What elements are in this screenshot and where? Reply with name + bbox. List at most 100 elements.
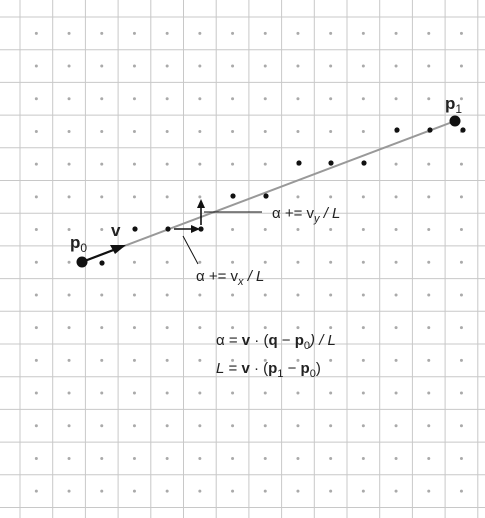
grid-center-dot (459, 97, 463, 101)
segment-p0-p1 (81, 120, 456, 263)
leader-vx (182, 235, 199, 265)
grid-center-dot (361, 456, 365, 460)
grid-center-dot (67, 391, 71, 395)
sample-dot (460, 127, 466, 133)
grid-center-dot (427, 31, 431, 35)
grid-center-dot (329, 228, 333, 232)
grid-center-dot (329, 391, 333, 395)
grid-center-dot (132, 195, 136, 199)
label-p1: p1 (445, 94, 462, 116)
grid-center-dot (231, 162, 235, 166)
grid-center-dot (100, 31, 104, 35)
grid-center-dot (198, 64, 202, 68)
grid-center-dot (296, 31, 300, 35)
grid-center-dot (67, 489, 71, 493)
grid-center-dot (165, 64, 169, 68)
grid-center-dot (459, 391, 463, 395)
grid-center-dot (263, 456, 267, 460)
grid-center-dot (34, 489, 38, 493)
grid-center-dot (361, 129, 365, 133)
grid-center-dot (329, 129, 333, 133)
grid-center-dot (263, 129, 267, 133)
grid-center-dot (231, 129, 235, 133)
grid-center-dot (263, 31, 267, 35)
grid-center-dot (263, 489, 267, 493)
grid-center-dot (329, 358, 333, 362)
grid-center-dot (459, 195, 463, 199)
grid-center-dot (67, 97, 71, 101)
grid-center-dot (231, 260, 235, 264)
grid-center-dot (34, 293, 38, 297)
sample-dot (230, 193, 236, 199)
grid-center-dot (100, 293, 104, 297)
grid-center-dot (394, 260, 398, 264)
grid-center-dot (361, 391, 365, 395)
grid-center-dot (361, 293, 365, 297)
grid-center-dot (34, 129, 38, 133)
sample-dot (394, 127, 400, 133)
grid-center-dot (67, 31, 71, 35)
grid-center-dot (329, 489, 333, 493)
grid-center-dot (296, 424, 300, 428)
label-alpha-vy: α += vy / L (272, 205, 340, 225)
grid-center-dot (34, 31, 38, 35)
grid-center-dot (459, 260, 463, 264)
grid-center-dot (67, 162, 71, 166)
grid-center-dot (296, 391, 300, 395)
grid-center-dot (67, 424, 71, 428)
grid-center-dot (394, 489, 398, 493)
grid-center-dot (329, 260, 333, 264)
grid-center-dot (165, 97, 169, 101)
grid-center-dot (459, 424, 463, 428)
grid-center-dot (132, 391, 136, 395)
grid-center-dot (100, 424, 104, 428)
grid-center-dot (100, 391, 104, 395)
grid-center-dot (132, 326, 136, 330)
grid-center-dot (132, 358, 136, 362)
grid-center-dot (100, 129, 104, 133)
grid-center-dot (198, 260, 202, 264)
grid-center-dot (263, 326, 267, 330)
grid-center-dot (427, 489, 431, 493)
grid-center-dot (198, 162, 202, 166)
grid-center-dot (394, 456, 398, 460)
grid-center-dot (296, 293, 300, 297)
grid-center-dot (394, 358, 398, 362)
grid-center-dot (394, 293, 398, 297)
grid-center-dot (34, 326, 38, 330)
grid-center-dot (394, 97, 398, 101)
grid-center-dot (459, 489, 463, 493)
grid-center-dot (198, 97, 202, 101)
sample-dot (132, 226, 138, 232)
label-v: v (111, 221, 121, 240)
grid-center-dot (198, 195, 202, 199)
grid-center-dot (67, 456, 71, 460)
grid-center-dot (263, 358, 267, 362)
grid-center-dot (34, 97, 38, 101)
grid-center-dot (361, 228, 365, 232)
grid-center-dot (459, 228, 463, 232)
grid-center-dot (132, 31, 136, 35)
grid-center-dot (459, 456, 463, 460)
grid-center-dot (394, 326, 398, 330)
grid-center-dot (231, 489, 235, 493)
grid-center-dot (394, 424, 398, 428)
grid-center-dot (394, 228, 398, 232)
grid-center-dot (296, 64, 300, 68)
sample-dot (328, 160, 334, 166)
sample-dot (296, 160, 302, 166)
grid-center-dot (132, 456, 136, 460)
sample-dot (263, 193, 269, 199)
grid-center-dot (34, 424, 38, 428)
grid-center-dot (459, 326, 463, 330)
grid-center-dot (231, 97, 235, 101)
grid-center-dot (427, 64, 431, 68)
grid-center-dot (394, 64, 398, 68)
grid-center-dot (231, 391, 235, 395)
grid-center-dot (198, 358, 202, 362)
grid-center-dot (34, 358, 38, 362)
grid-center-dot (100, 97, 104, 101)
grid-center-dot (198, 424, 202, 428)
grid-center-dot (427, 391, 431, 395)
grid-center-dot (198, 293, 202, 297)
